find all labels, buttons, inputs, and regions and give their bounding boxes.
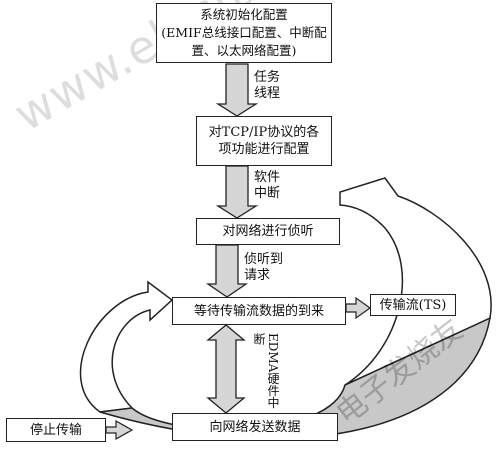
wait-stream-box: 等待传输流数据的到来 — [172, 297, 346, 325]
right-loop-arrow — [339, 177, 492, 386]
arrow-wait-send-bidir — [206, 324, 246, 414]
network-listen-box: 对网络进行侦听 — [196, 218, 340, 245]
software-interrupt-label: 软件 中断 — [254, 170, 281, 201]
arrow-listen-to-wait — [205, 244, 249, 298]
stop-transmit-box: 停止传输 — [6, 418, 106, 442]
arrow-ts-to-wait — [345, 296, 372, 320]
arrow-init-to-tcp — [215, 63, 259, 117]
left-loop-arrow — [79, 280, 174, 413]
arrow-tcp-to-listen — [215, 165, 259, 219]
init-config-box: 系统初始化配置 (EMIF总线接口配置、中断配 置、以太网络配置) — [156, 3, 332, 63]
arrow-stop-to-send — [105, 419, 134, 441]
listen-request-label: 侦听到 请求 — [244, 252, 284, 283]
edma-interrupt-label: EDMA硬件中断 — [252, 333, 280, 409]
send-data-box: 向网络发送数据 — [172, 413, 338, 441]
task-thread-label: 任务 线程 — [254, 70, 281, 101]
tcp-config-box: 对TCP/IP协议的各 项功能进行配置 — [196, 116, 332, 166]
transport-stream-box: 传输流(TS) — [370, 294, 456, 316]
